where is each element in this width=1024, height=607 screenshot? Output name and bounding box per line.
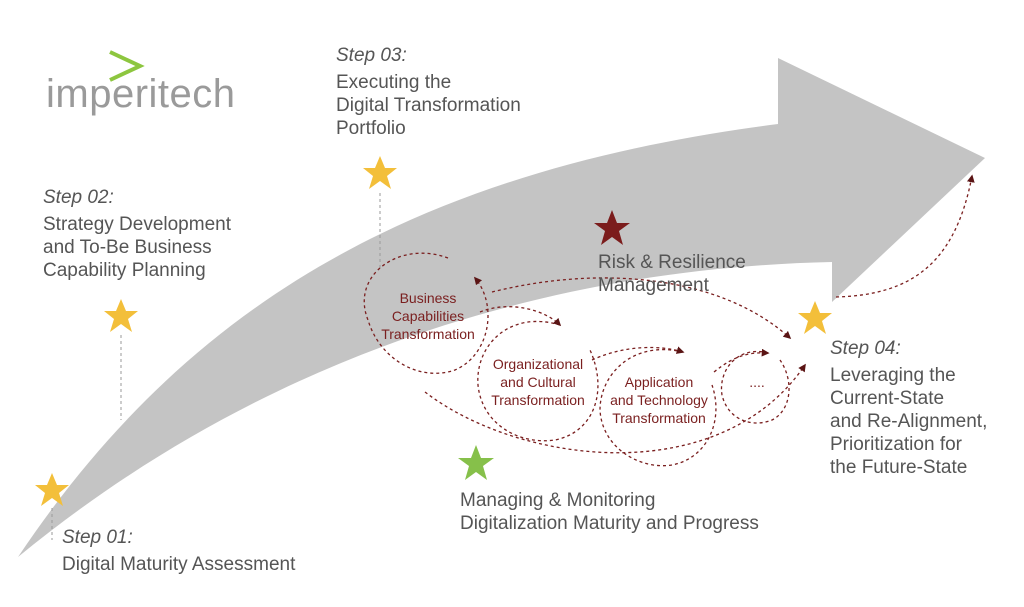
step-02-number: Step 02:: [43, 187, 114, 208]
cycle-label-application: Application and Technology Transformatio…: [598, 373, 720, 427]
cycle-loop-more: [720, 350, 790, 424]
step-03-title-line-1: Executing the: [336, 72, 452, 93]
risk-loop-path: [491, 277, 792, 340]
step-02-block: Step 02: Strategy Development and To-Be …: [43, 186, 231, 282]
cycle-loop-business: [363, 252, 489, 374]
step-03-block: Step 03: Executing the Digital Transform…: [336, 44, 521, 140]
cycle-label-organizational: Organizational and Cultural Transformati…: [478, 355, 598, 409]
step-04-title-line-1: Leveraging the: [830, 365, 956, 386]
star-step03-icon: [363, 156, 397, 189]
return-path-to-step04: [424, 363, 806, 454]
step-04-title-line-4: Prioritization for: [830, 434, 962, 455]
star-step02-icon: [104, 299, 138, 332]
main-progress-arrow: [18, 58, 985, 557]
cycle-label-line: Application: [624, 374, 694, 390]
cycle-label-line: Organizational: [492, 356, 584, 372]
cycle-link-3: [713, 348, 770, 373]
step-04-number: Step 04:: [830, 338, 901, 359]
step04-to-future-path: [835, 174, 975, 298]
step-01-number: Step 01:: [62, 527, 133, 548]
cycle-label-line: ....: [749, 374, 765, 390]
step-01-block: Step 01: Digital Maturity Assessment: [62, 526, 295, 576]
cycle-link-2: [591, 346, 685, 361]
manage-label-line-2: Digitalization Maturity and Progress: [460, 513, 759, 534]
logo-wordmark: imperitech: [46, 72, 236, 116]
step-02-title-line-1: Strategy Development: [43, 214, 231, 235]
cycle-label-line: Transformation: [491, 392, 585, 408]
cycle-label-line: and Cultural: [500, 374, 576, 390]
risk-label-line-1: Risk & Resilience: [598, 252, 746, 273]
logo-chevron-icon: [109, 50, 145, 82]
step-02-title-line-2: and To-Be Business: [43, 237, 212, 258]
step-04-title-line-3: and Re-Alignment,: [830, 411, 988, 432]
cycle-label-line: Transformation: [381, 326, 475, 342]
cycle-loop-application: [599, 349, 717, 467]
cycle-label-line: and Technology: [610, 392, 708, 408]
step-03-title-line-2: Digital Transformation: [336, 95, 521, 116]
step-01-title-line: Digital Maturity Assessment: [62, 554, 296, 575]
step-04-block: Step 04: Leveraging the Current-State an…: [830, 337, 987, 479]
cycle-loop-organizational: [477, 320, 599, 442]
managing-monitoring-label: Managing & Monitoring Digitalization Mat…: [460, 489, 759, 535]
star-manage-icon: [458, 445, 494, 480]
star-step01-icon: [35, 473, 69, 506]
step-04-title-line-2: Current-State: [830, 388, 945, 409]
manage-label-line-1: Managing & Monitoring: [460, 490, 656, 511]
step-02-title-line-3: Capability Planning: [43, 260, 206, 281]
step-04-title-line-5: the Future-State: [830, 457, 968, 478]
cycle-label-line: Capabilities: [391, 308, 465, 324]
star-step04-icon: [798, 301, 832, 334]
cycle-label-business: Business Capabilities Transformation: [368, 289, 488, 343]
cycle-label-line: Transformation: [612, 410, 706, 426]
risk-label-line-2: Management: [598, 275, 709, 296]
star-risk-icon: [594, 210, 630, 245]
risk-management-label: Risk & Resilience Management: [598, 251, 746, 297]
cycle-link-1: [479, 306, 562, 327]
step-03-number: Step 03:: [336, 45, 407, 66]
step-03-title-line-3: Portfolio: [336, 118, 406, 139]
cycle-label-more: ....: [735, 373, 779, 391]
cycle-label-line: Business: [399, 290, 457, 306]
